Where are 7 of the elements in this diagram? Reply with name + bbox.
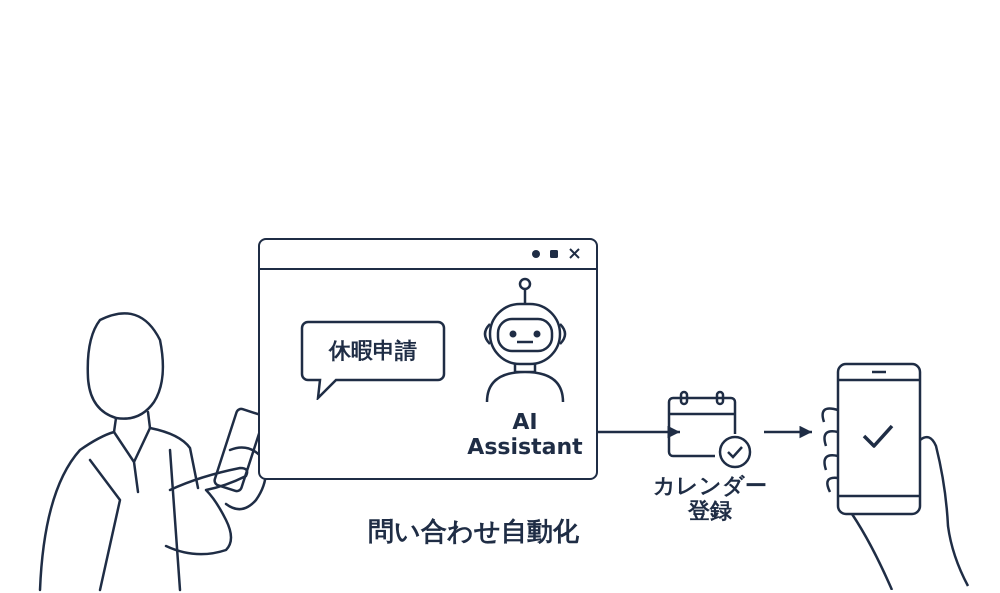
assistant-label: AI Assistant <box>466 410 584 461</box>
request-text: 休暇申請 <box>329 338 417 366</box>
app-window <box>258 238 598 480</box>
arrow <box>598 426 680 438</box>
arrow <box>764 426 812 438</box>
calendar-label: カレンダー登録 <box>652 474 768 525</box>
automation-caption: 問い合わせ自動化 <box>368 516 579 549</box>
